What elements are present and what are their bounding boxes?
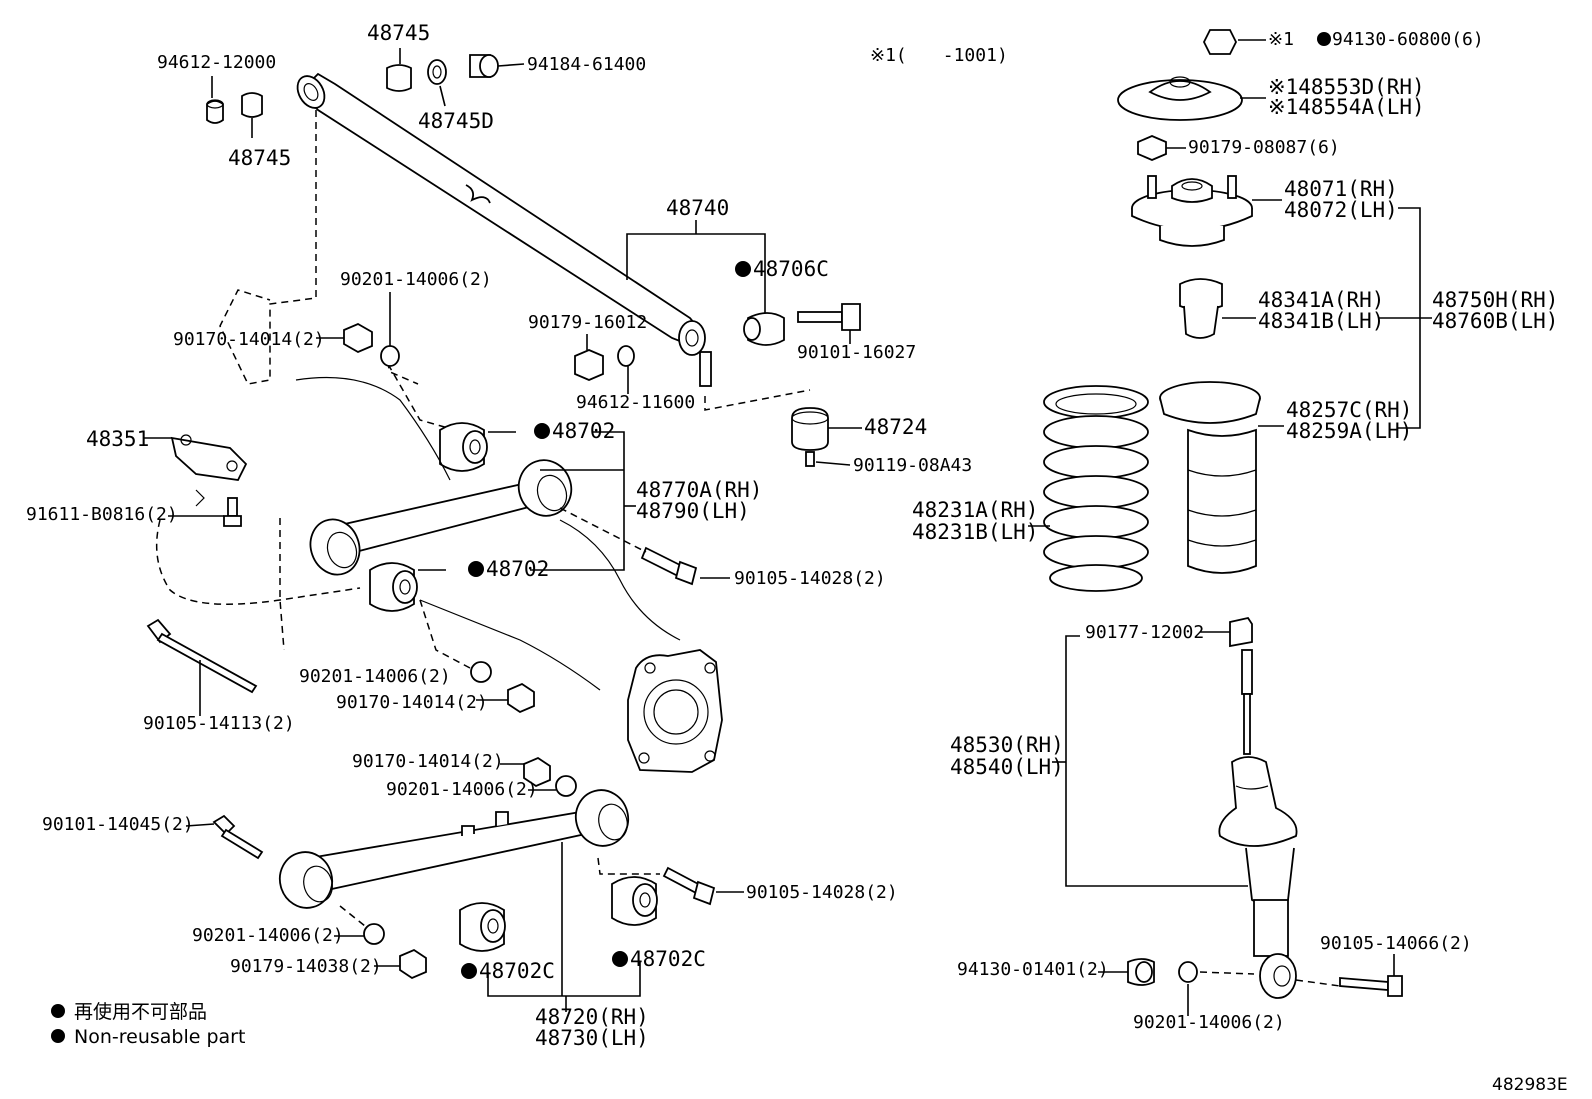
legend-dot-en [51, 1029, 65, 1043]
part-number-callout: 48730(LH) [535, 1026, 649, 1050]
callout-labels: 94612-12000 48745 94184-61400 48745 48745D 48… [26, 21, 1558, 1050]
strut-mount-48071 [1131, 175, 1282, 247]
nut-washer-rod-end [574, 334, 635, 394]
washer-nut-lower-set [316, 292, 535, 714]
part-number-callout: 48259A(LH) [1286, 419, 1412, 443]
part-number-callout: 48351 [86, 427, 149, 451]
part-number-callout: 90201-14006(2) [299, 666, 451, 687]
part-number-callout: 90201-14006(2) [386, 779, 538, 800]
part-number-callout: 48702C [630, 947, 706, 971]
strut-top-parts [1117, 29, 1266, 161]
part-number-callout: ※1( -1001) [870, 45, 1008, 66]
part-number-callout: 48231B(LH) [912, 520, 1038, 544]
bushing-48702C-right [611, 876, 658, 926]
non-reusable-marker-icon [461, 963, 477, 979]
non-reusable-marker-icon [468, 561, 484, 577]
part-number-callout: 48706C [753, 257, 829, 281]
lateral-rod-illustration [296, 72, 712, 387]
part-number-callout: 48071(RH) [1284, 177, 1398, 201]
part-number-callout: 90201-14006(2) [192, 925, 344, 946]
body-outline-dashed [155, 110, 449, 651]
part-number-callout: 48745 [228, 146, 291, 170]
part-number-callout: 48702C [479, 959, 555, 983]
part-number-callout: 94184-61400 [527, 54, 646, 75]
part-number-callout: 90170-14014(2) [336, 692, 488, 713]
shock-absorber-48530 [1052, 616, 1298, 999]
bolt-90105-14028-upper [559, 507, 730, 586]
part-number-callout: ※148554A(LH) [1268, 95, 1425, 119]
bump-stop-48724 [704, 389, 862, 467]
bracket-48720 [487, 842, 641, 1012]
part-number-callout: 90201-14006(2) [340, 269, 492, 290]
part-number-callout: 91611-B0816(2) [26, 504, 178, 525]
boot-48257 [1159, 381, 1284, 574]
part-number-callout: 48072(LH) [1284, 198, 1398, 222]
illustration-ref-number: 482983E [1492, 1075, 1568, 1095]
part-number-callout: 48760B(LH) [1432, 309, 1558, 333]
rod-top-bushings [206, 48, 525, 138]
part-number-callout: 94130-01401(2) [957, 959, 1109, 980]
part-number-callout: 90101-14045(2) [42, 814, 194, 835]
part-number-callout: 90170-14014(2) [173, 329, 325, 350]
non-reusable-marker-icon [534, 423, 550, 439]
part-number-callout: 94612-12000 [157, 52, 276, 73]
part-number-callout: 48257C(RH) [1286, 398, 1412, 422]
part-number-callout: 48540(LH) [950, 755, 1064, 779]
part-number-callout: 90119-08A43 [853, 455, 972, 476]
part-number-callout: 94130-60800(6) [1332, 29, 1484, 50]
part-number-callout: 48790(LH) [636, 499, 750, 523]
part-number-callout: 48750H(RH) [1432, 288, 1558, 312]
part-number-callout: 48745D [418, 109, 494, 133]
lower-shock-hardware [1098, 954, 1403, 1016]
bushing-48702C-left [459, 902, 506, 952]
coil-spring-48231 [1028, 385, 1149, 592]
lower-arm-small-parts [185, 756, 744, 980]
part-number-callout: 90105-14113(2) [143, 713, 295, 734]
non-reusable-marker-icon [612, 951, 628, 967]
part-number-callout: 48231A(RH) [912, 498, 1038, 522]
bracket-48750 [1378, 207, 1432, 429]
part-number-callout: 48770A(RH) [636, 478, 762, 502]
part-number-callout: 90179-16012 [528, 312, 647, 333]
part-number-callout: 48720(RH) [535, 1005, 649, 1029]
part-number-callout: 90179-08087(6) [1188, 137, 1340, 158]
lower-trailing-arm [278, 789, 630, 909]
part-number-callout: 48745 [367, 21, 430, 45]
part-number-callout: 48702 [486, 557, 549, 581]
bolt-90105-14113 [146, 618, 258, 716]
part-number-callout: 90170-14014(2) [352, 751, 504, 772]
bushing-48702-lower [369, 562, 446, 612]
part-number-callout: ※148553D(RH) [1268, 75, 1425, 99]
part-number-callout: 48740 [666, 196, 729, 220]
part-number-callout: 48341A(RH) [1258, 288, 1384, 312]
non-reusable-marker-icon [735, 261, 751, 277]
legend-dot-jp [51, 1004, 65, 1018]
part-number-callout: 48530(RH) [950, 733, 1064, 757]
part-number-callout: 48702 [552, 419, 615, 443]
part-number-callout: 90201-14006(2) [1133, 1012, 1285, 1033]
part-number-callout: 48724 [864, 415, 927, 439]
part-number-callout: 90177-12002 [1085, 622, 1204, 643]
part-number-callout: 90101-16027 [797, 342, 916, 363]
non-reusable-marker-icon [1317, 32, 1331, 46]
part-number-callout: 48341B(LH) [1258, 309, 1384, 333]
bracket-48351 [144, 434, 248, 527]
bracket-48740 [626, 220, 766, 316]
upper-control-arm [309, 459, 573, 576]
part-number-callout: 90105-14028(2) [734, 568, 886, 589]
axle-housing-outline [295, 376, 723, 773]
legend-jp: 再使用不可部品 [74, 1001, 207, 1023]
part-number-callout: 94612-11600 [576, 392, 695, 413]
bracket-48770 [530, 431, 636, 571]
part-number-callout: ※1 [1268, 29, 1294, 50]
part-number-callout: 90105-14066(2) [1320, 933, 1472, 954]
bolt-90101-16027 [743, 303, 861, 346]
bushing-48702-upper [439, 422, 516, 472]
part-number-callout: 90105-14028(2) [746, 882, 898, 903]
bump-stopper-48341 [1179, 278, 1256, 339]
part-number-callout: 90179-14038(2) [230, 956, 382, 977]
legend-en: Non-reusable part [74, 1026, 245, 1048]
